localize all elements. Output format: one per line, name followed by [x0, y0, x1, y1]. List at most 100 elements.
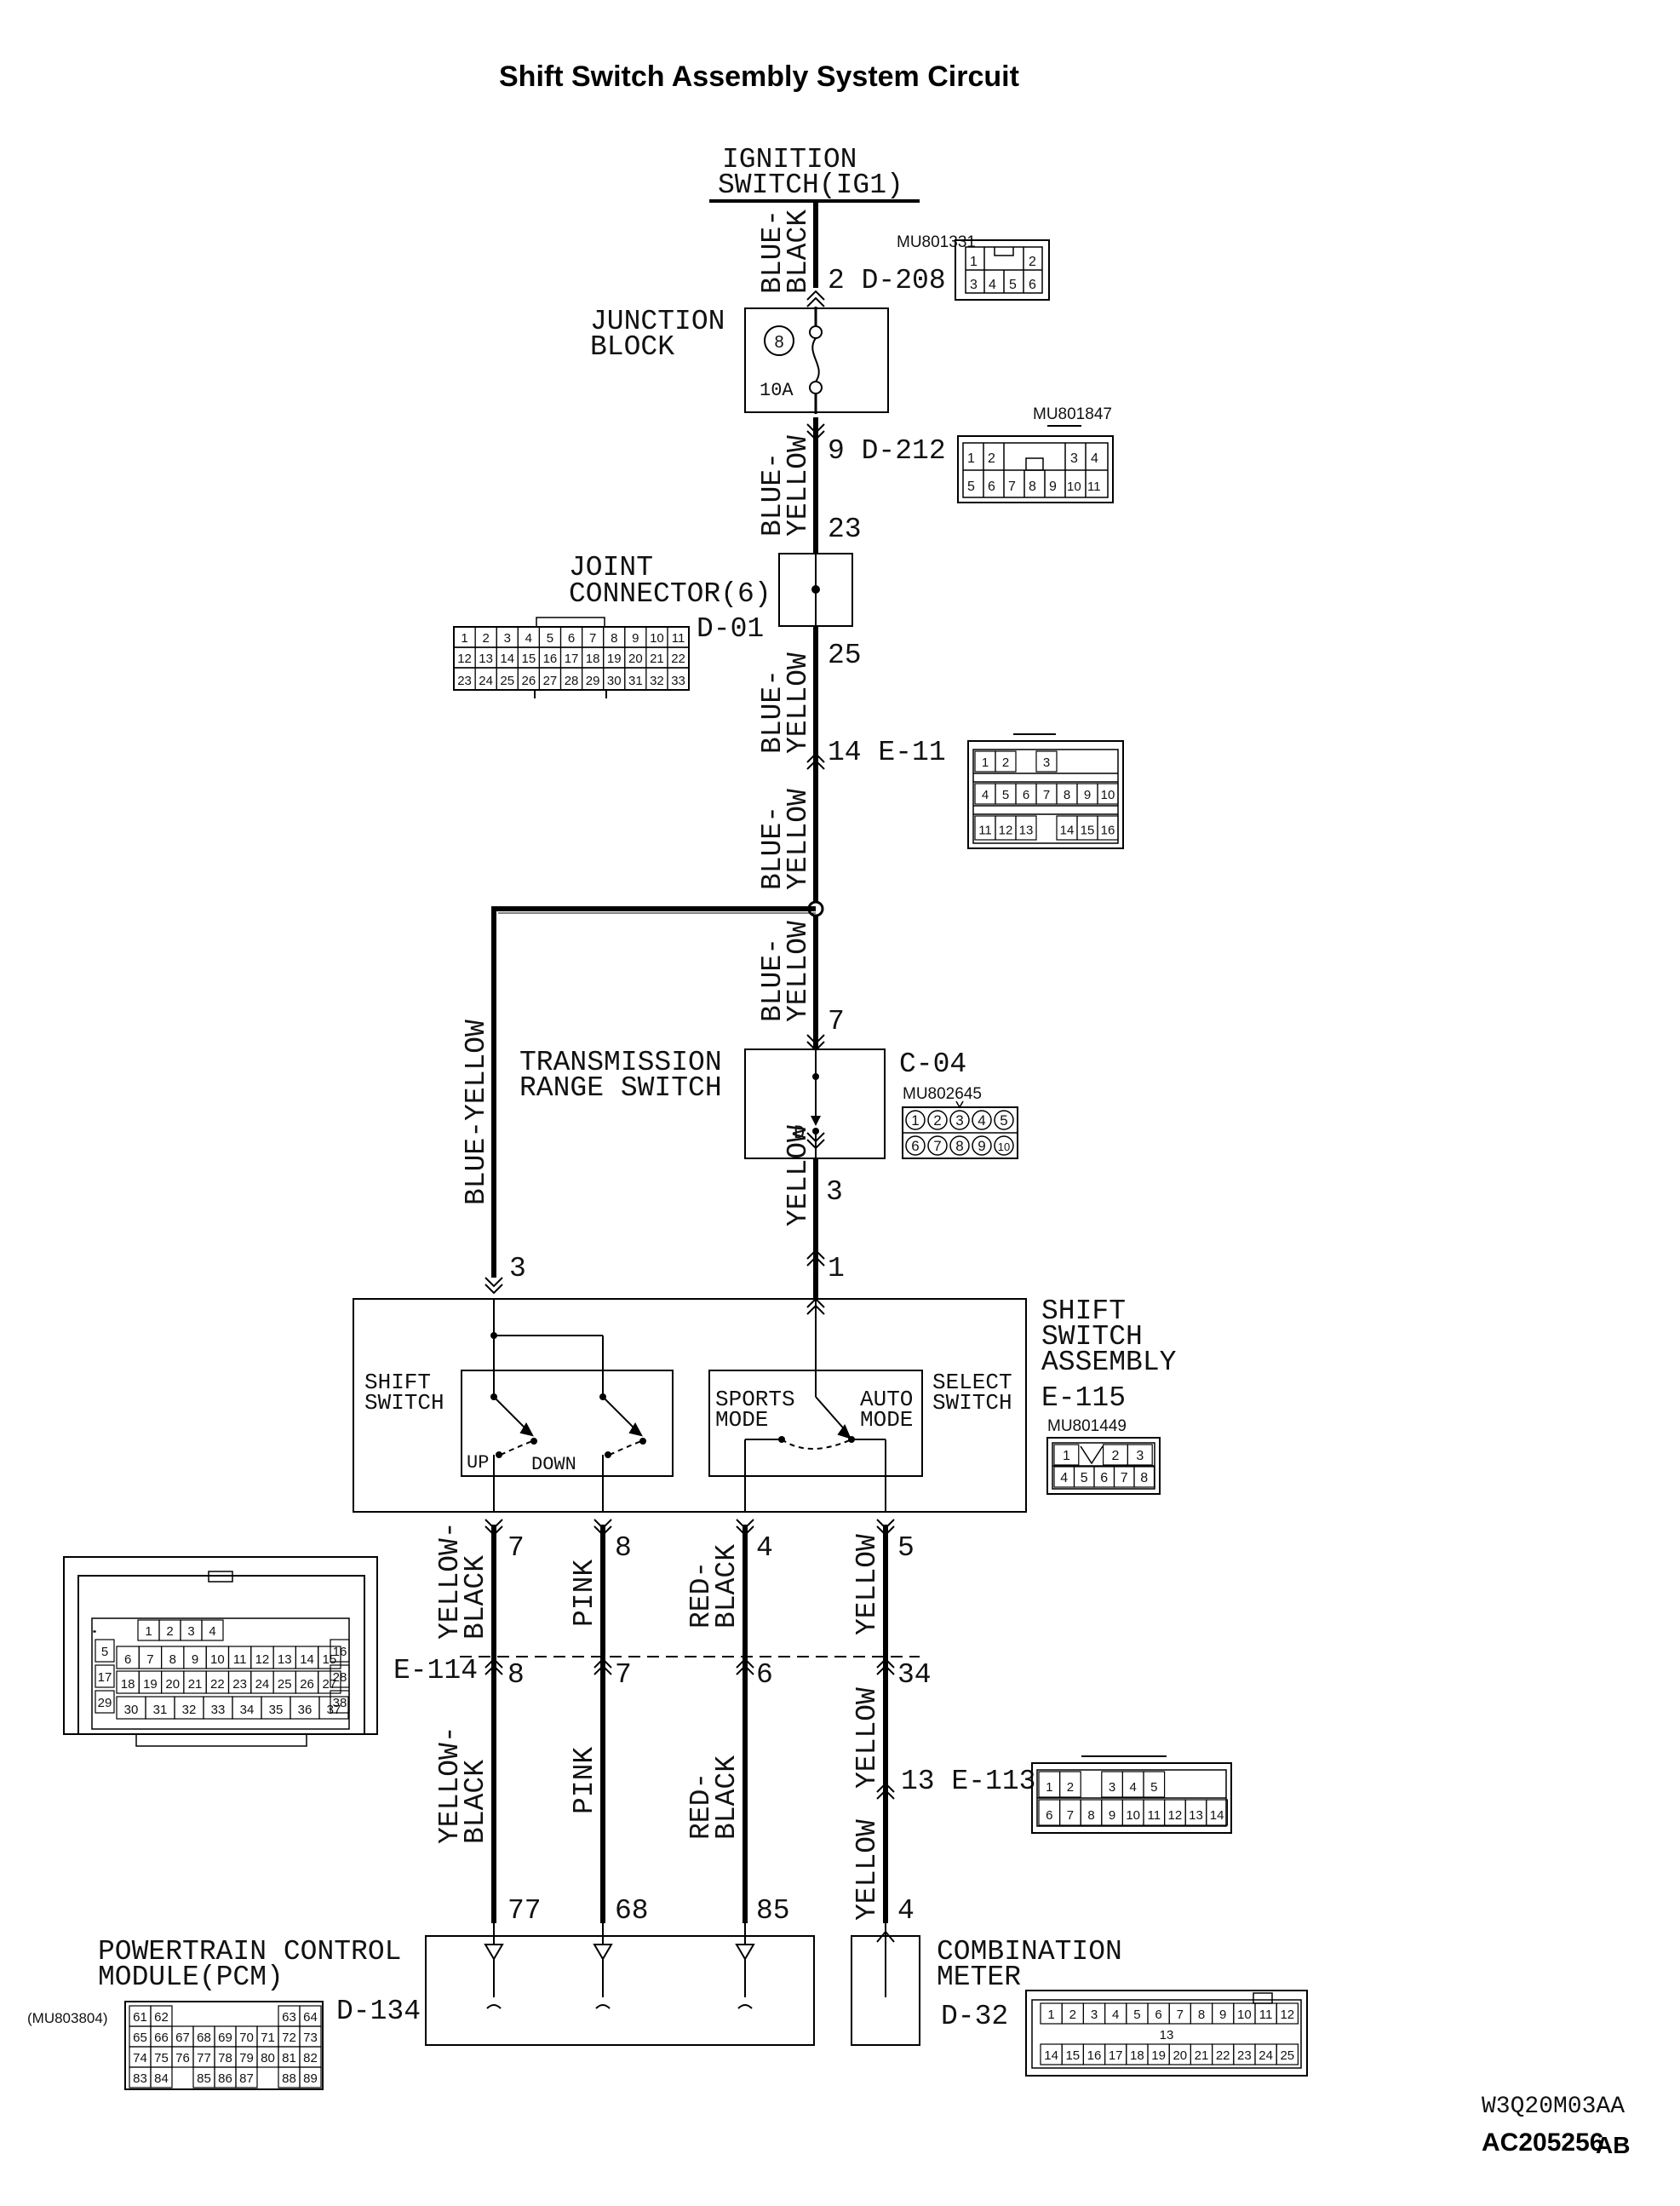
- svg-text:BLACK: BLACK: [460, 1555, 491, 1640]
- connector-pin-number: 8: [1087, 1808, 1094, 1823]
- connector-pin-number: 8: [1140, 1471, 1148, 1485]
- connector-pin-number: 7: [933, 1138, 941, 1154]
- pin-7-out: 7: [507, 1532, 525, 1564]
- connector-pin-number: 64: [303, 2010, 318, 2025]
- svg-text:BLACK: BLACK: [783, 210, 814, 294]
- connector-pin-number: 4: [982, 788, 989, 802]
- pin-4-out: 4: [756, 1532, 773, 1564]
- svg-text:2: 2: [1029, 255, 1036, 269]
- connector-pin-number: 23: [1237, 2048, 1252, 2063]
- connector-pin-number: 25: [1280, 2048, 1294, 2063]
- wire-label-blue-yellow-1: BLUE- YELLOW: [757, 435, 814, 537]
- connector-pin-number: 77: [197, 2051, 211, 2065]
- connector-pin-number: 7: [1043, 788, 1050, 802]
- connector-cell: [318, 1646, 341, 1669]
- wire-label-blue-black: BLUE- BLACK: [757, 210, 814, 294]
- connector-pin-number: 22: [210, 1677, 225, 1692]
- connector-pin-number: 5: [1133, 2008, 1140, 2022]
- connector-pin-number: 10: [210, 1652, 225, 1667]
- connector-pin-number: 11: [1148, 1808, 1161, 1823]
- connector-pin-number: 79: [239, 2051, 254, 2065]
- connector-cell: [1058, 1771, 1081, 1798]
- connector-pin-number: 30: [607, 674, 622, 688]
- meter-label-2: METER: [937, 1962, 1021, 1993]
- sports-mode-label-1: SPORTS: [715, 1387, 795, 1412]
- connector-pin-number: 3: [955, 1112, 963, 1129]
- pin-1-switch: 1: [828, 1253, 845, 1284]
- connector-pin-number: 9: [978, 1138, 985, 1154]
- connector-pin-number: 19: [1151, 2048, 1166, 2063]
- connector-pin-number: 15: [522, 652, 536, 666]
- connector-pin-number: 67: [175, 2031, 190, 2045]
- part-mu801847: MU801847: [1033, 405, 1112, 423]
- connector-cell: [1097, 783, 1119, 805]
- connector-c04-label: C-04: [899, 1048, 966, 1080]
- connector-pin-number: 26: [300, 1677, 314, 1692]
- connector-cell: [330, 1664, 350, 1688]
- connector-pin-number: 13: [1160, 2028, 1174, 2042]
- svg-text:7: 7: [1008, 480, 1016, 494]
- connector-pin-number: 9: [1109, 1808, 1115, 1823]
- connector-pin-number: 61: [133, 2010, 147, 2025]
- part-mu801449: MU801449: [1047, 1417, 1127, 1435]
- connector-cell: [330, 1690, 350, 1714]
- wire-label-blue-yellow-3: BLUE- YELLOW: [757, 789, 814, 890]
- meter-label-1: COMBINATION: [937, 1936, 1122, 1968]
- connector-cell: [1015, 815, 1037, 841]
- pin-77: 77: [507, 1895, 542, 1927]
- pin-68: 68: [615, 1895, 649, 1927]
- connector-cell: [150, 2066, 173, 2088]
- wire-label-yellow-1: YELLOW: [851, 1534, 883, 1635]
- connector-pin-number: 16: [1101, 823, 1115, 837]
- connector-pin-number: 28: [333, 1670, 347, 1685]
- connector-pin-number: 69: [218, 2031, 232, 2045]
- connector-d32-label: D-32: [941, 2001, 1008, 2032]
- connector-pin-number: 8: [1198, 2008, 1205, 2022]
- connector-pin-number: 7: [1121, 1471, 1128, 1485]
- connector-pin-number: 20: [1173, 2048, 1187, 2063]
- connector-pin-number: 5: [1002, 788, 1009, 802]
- svg-text:YELLOW: YELLOW: [783, 921, 814, 1022]
- connector-pin-number: 8: [169, 1652, 176, 1667]
- connector-pin-number: 2: [1067, 1780, 1074, 1795]
- connector-cell: [667, 667, 690, 691]
- wire-label-yellow-2: YELLOW: [851, 1687, 883, 1789]
- connector-pin-number: 11: [233, 1652, 247, 1667]
- connector-pin-number: 21: [1195, 2048, 1209, 2063]
- connector-pin-number: 16: [543, 652, 558, 666]
- connector-e11-label: 14 E-11: [828, 737, 946, 768]
- connector-pin-number: 18: [1130, 2048, 1144, 2063]
- svg-text:2: 2: [988, 451, 995, 466]
- connector-cell: [1206, 1799, 1229, 1826]
- connector-cell: [972, 1135, 992, 1156]
- connector-cell: [330, 1639, 350, 1663]
- pcm-label-1: POWERTRAIN CONTROL: [98, 1936, 401, 1968]
- connector-pin-number: 7: [146, 1652, 153, 1667]
- svg-text:1: 1: [967, 451, 975, 466]
- connector-pin-number: 17: [98, 1670, 112, 1685]
- connector-cell: [995, 750, 1017, 773]
- wire-label-pink-1: PINK: [569, 1560, 600, 1627]
- connector-pin-number: 3: [1109, 1780, 1115, 1795]
- connector-pin-number: 87: [239, 2071, 254, 2086]
- joint-connector-label-1: JOINT: [569, 552, 653, 583]
- connector-pin-number: 20: [628, 652, 643, 666]
- connector-pin-number: 9: [1084, 788, 1091, 802]
- page-title: Shift Switch Assembly System Circuit: [499, 60, 1019, 93]
- svg-text:BLUE-: BLUE-: [757, 669, 788, 754]
- connector-pin-number: 38: [333, 1696, 347, 1710]
- connector-cell: [1276, 2043, 1299, 2065]
- connector-key-mark: [1080, 1445, 1104, 1465]
- connector-pin-number: 84: [154, 2071, 169, 2086]
- connector-pin-number: 23: [232, 1677, 247, 1692]
- connector-pin-number: 11: [1259, 2008, 1273, 2022]
- connector-pin-number: 70: [239, 2031, 254, 2045]
- connector-pin-number: 9: [1219, 2008, 1226, 2022]
- connector-pin-number: 24: [479, 674, 493, 688]
- connector-cell: [927, 1135, 948, 1156]
- connector-pin-number: 3: [504, 631, 511, 646]
- svg-text:BLACK: BLACK: [711, 1755, 743, 1840]
